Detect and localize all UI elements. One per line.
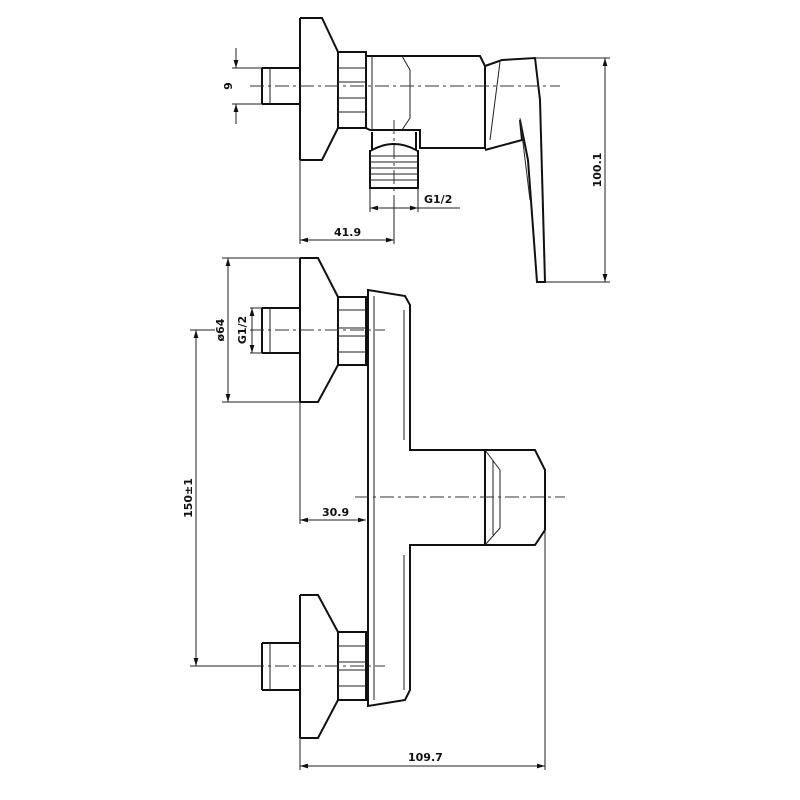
- valve-body: [365, 55, 486, 149]
- dimension-flange-diameter: ø64: [214, 257, 300, 403]
- wall-flange: [299, 17, 339, 161]
- dim-label-inlet-thread: G1/2: [236, 316, 249, 344]
- dim-label-side-height: 100.1: [591, 153, 604, 188]
- dimension-overall-depth: 109.7: [299, 530, 546, 770]
- dim-label-inlet-spacing: 150±1: [182, 478, 195, 518]
- dimension-outlet-thread: G1/2: [369, 188, 460, 212]
- upper-nut: [337, 296, 367, 366]
- mixer-body: [367, 288, 486, 708]
- lever-handle: [484, 56, 547, 283]
- front-view: ø64 G1/2 150±1 30.9 109.7: [182, 257, 565, 770]
- dimension-inlet-spacing: 150±1: [182, 329, 262, 667]
- dimension-outlet-offset: 41.9: [299, 160, 395, 244]
- dim-label-overall-depth: 109.7: [408, 751, 443, 764]
- dim-label-body-offset: 30.9: [322, 506, 349, 519]
- hex-nut: [337, 51, 367, 129]
- dim-label-flange-diameter: ø64: [214, 318, 227, 341]
- side-view: 9 G1/2 41.9 100.1: [222, 17, 610, 283]
- dim-label-outlet-thread: G1/2: [424, 193, 452, 206]
- dim-label-outlet-offset: 41.9: [334, 226, 361, 239]
- dim-label-stub: 9: [222, 82, 235, 90]
- dimension-inlet-thread: G1/2: [236, 307, 262, 354]
- dimension-stub-diameter: 9: [222, 48, 262, 124]
- lower-nut: [337, 631, 367, 701]
- dimension-body-offset: 30.9: [299, 402, 366, 524]
- dimension-side-height: 100.1: [535, 57, 610, 283]
